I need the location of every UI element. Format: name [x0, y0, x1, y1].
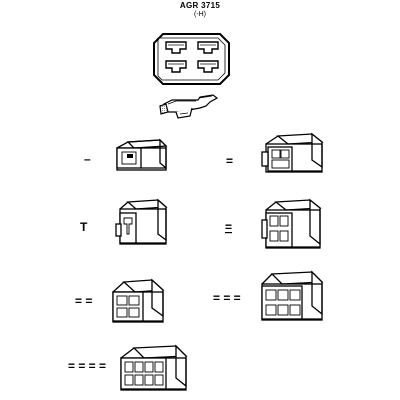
- variant-2-pole-housing: [261, 132, 324, 173]
- variant-2-pole-symbol: =: [226, 154, 233, 168]
- figure-title: AGR 3715: [179, 1, 221, 10]
- variant-4-pole-symbol: =: [225, 220, 232, 234]
- variant-4-pole-housing: [261, 198, 322, 249]
- female-terminal: [159, 94, 219, 119]
- housing-front-view: [153, 33, 230, 85]
- variant-1-pole-housing: [116, 138, 168, 171]
- figure-subtitle: (-H): [193, 11, 207, 18]
- variant-8-pole-symbol: = = = =: [68, 359, 106, 373]
- variant-8-pole-housing: [120, 344, 188, 391]
- variant-3-pole-t-symbol: T: [80, 220, 88, 234]
- variant-1-pole-symbol: –: [84, 152, 91, 166]
- variant-6-pole-housing: [261, 270, 324, 321]
- variant-3-pole-t-housing: [115, 198, 168, 245]
- variant-4-pole-double-housing: [112, 278, 165, 323]
- figure-title-block: AGR 3715 (-H): [0, 1, 400, 19]
- variant-6-pole-symbol: = = =: [213, 291, 241, 305]
- variant-4-pole-double-symbol: = =: [75, 294, 92, 308]
